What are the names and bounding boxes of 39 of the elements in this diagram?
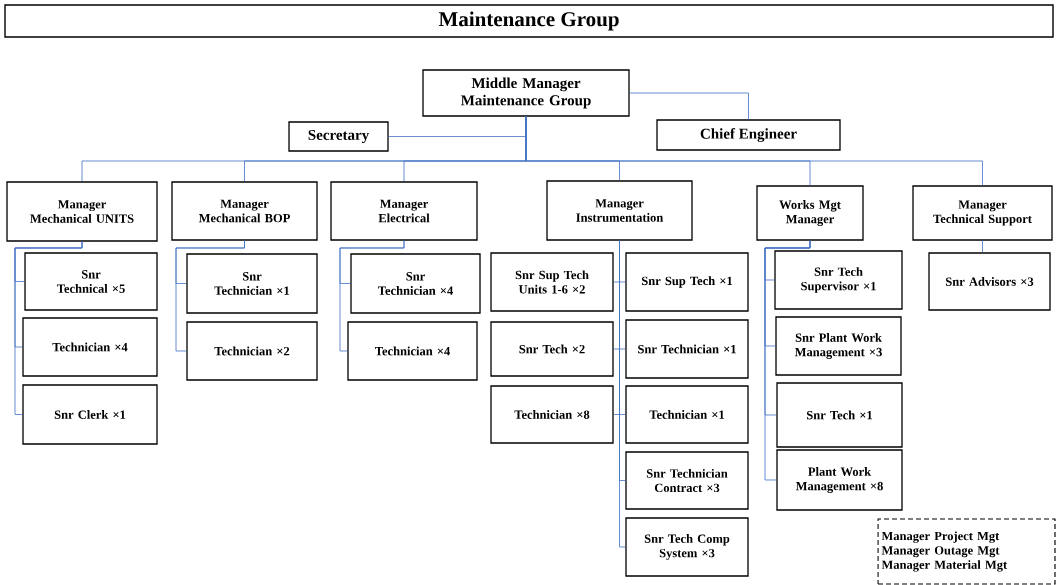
position-box: Snr Advisors ×3 bbox=[928, 252, 1051, 311]
position-box: Technician ×4 bbox=[22, 317, 158, 377]
position-box: Snr Plant Work Management ×3 bbox=[775, 316, 902, 376]
position-box: Snr Technician Contract ×3 bbox=[625, 451, 749, 510]
position-box: Manager Instrumentation bbox=[546, 180, 693, 241]
position-box: Plant Work Management ×8 bbox=[776, 449, 903, 511]
position-box: Snr Sup Tech ×1 bbox=[625, 252, 749, 312]
position-box: Manager Mechanical UNITS bbox=[6, 181, 158, 242]
position-box: Snr Tech Supervisor ×1 bbox=[774, 250, 903, 310]
connector-line bbox=[339, 240, 405, 352]
connector-line bbox=[175, 240, 245, 352]
position-box: Manager Mechanical BOP bbox=[171, 181, 318, 241]
position-box: Snr Tech ×2 bbox=[490, 321, 614, 377]
position-box: Snr Technician ×1 bbox=[186, 253, 318, 314]
position-box: Technician ×1 bbox=[625, 385, 749, 444]
position-box: Manager Electrical bbox=[330, 181, 478, 241]
position-box: Snr Tech Comp System ×3 bbox=[625, 517, 749, 577]
position-box: Snr Clerk ×1 bbox=[22, 384, 158, 445]
title-banner: Maintenance Group bbox=[4, 4, 1054, 38]
position-box: Secretary bbox=[288, 121, 389, 152]
position-box: Snr Sup Tech Units 1-6 ×2 bbox=[490, 252, 614, 312]
position-box: Snr Tech ×1 bbox=[776, 382, 903, 448]
position-box: Snr Technician ×1 bbox=[625, 319, 749, 379]
position-box: Technician ×8 bbox=[490, 385, 614, 444]
position-box: Technician ×4 bbox=[347, 321, 478, 381]
connector-line bbox=[619, 240, 626, 548]
position-box: Middle Manager Maintenance Group bbox=[422, 69, 630, 117]
position-box: Technician ×2 bbox=[186, 321, 318, 381]
connector-line bbox=[14, 241, 83, 415]
connector-line bbox=[629, 92, 749, 120]
connector-line bbox=[525, 116, 983, 186]
position-box: Snr Technician ×4 bbox=[350, 253, 481, 314]
dashed-note-box: Manager Project Mgt Manager Outage Mgt Manager Material Mgt bbox=[877, 518, 1056, 585]
connector-line bbox=[982, 240, 983, 253]
position-box: Snr Technical ×5 bbox=[24, 252, 158, 311]
connector-line bbox=[764, 240, 811, 481]
position-box: Works Mgt Manager bbox=[756, 185, 864, 241]
position-box: Chief Engineer bbox=[656, 119, 841, 151]
position-box: Manager Technical Support bbox=[912, 185, 1053, 241]
